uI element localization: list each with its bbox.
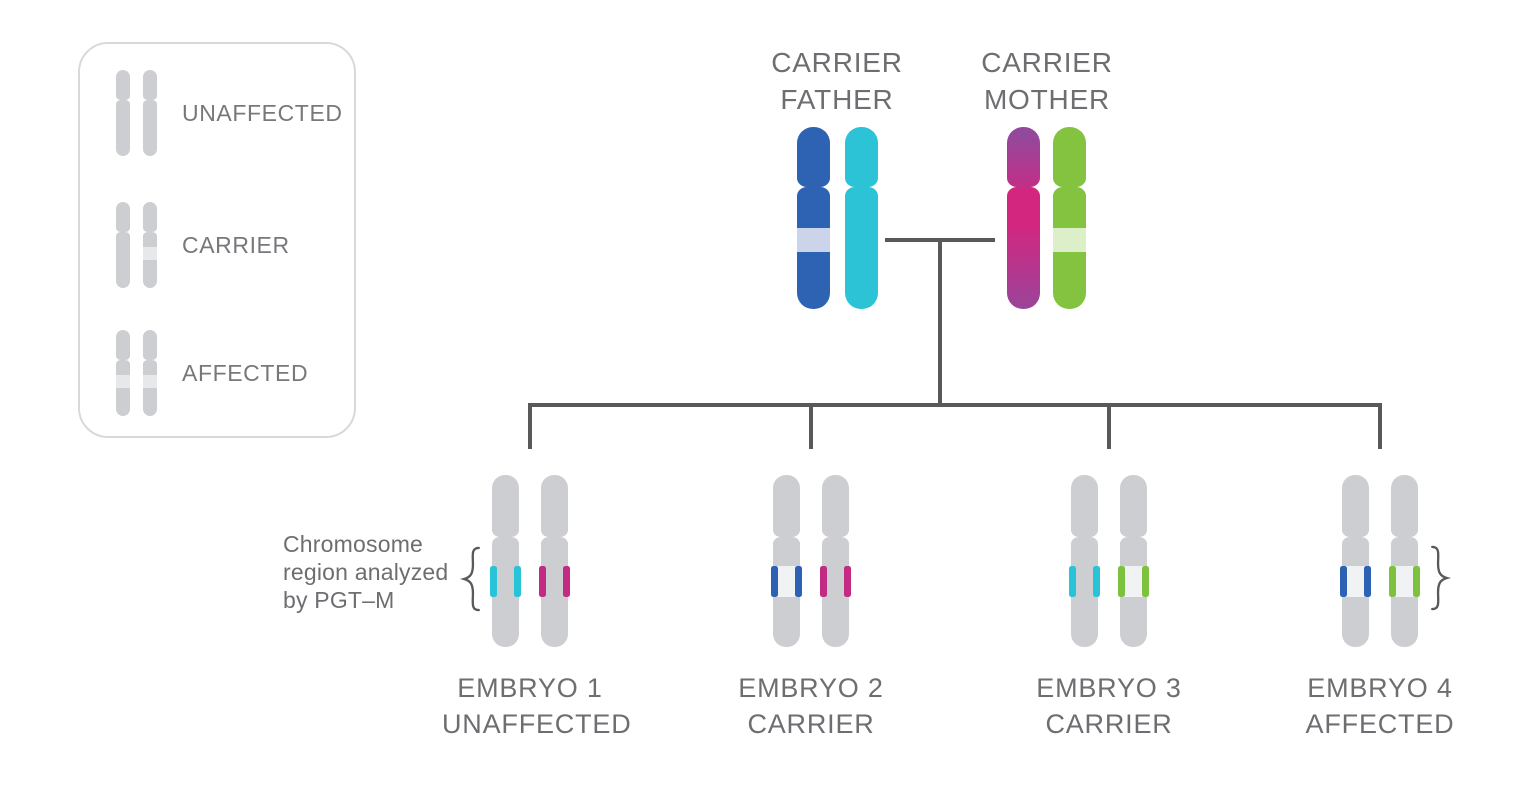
embryo-3-drop-line bbox=[1107, 403, 1111, 449]
annotation-line3: by PGT–M bbox=[283, 587, 395, 613]
right-brace-icon bbox=[1431, 545, 1452, 611]
father-label-line1: CARRIER bbox=[771, 47, 903, 78]
legend-row-unaffected: UNAFFECTED bbox=[116, 70, 343, 156]
analyzed-region-tick-icon bbox=[1340, 566, 1347, 597]
chromosome-banded-icon bbox=[116, 330, 130, 416]
legend-label-affected: AFFECTED bbox=[182, 359, 309, 386]
embryo-status: CARRIER bbox=[1045, 709, 1173, 739]
embryo-2-group: EMBRYO 2 CARRIER bbox=[723, 475, 899, 745]
father-label-line2: FATHER bbox=[780, 84, 894, 115]
analyzed-region-tick-icon bbox=[844, 566, 851, 597]
legend-chromosome-pair bbox=[116, 330, 158, 416]
mutation-region bbox=[1393, 566, 1416, 597]
chromosome-icon bbox=[116, 70, 130, 156]
embryo-paternal-chromosome-icon bbox=[1069, 475, 1100, 647]
mutation-region bbox=[775, 566, 798, 597]
embryo-2-drop-line bbox=[809, 403, 813, 449]
embryo-maternal-chromosome-icon bbox=[1118, 475, 1149, 647]
legend-row-carrier: CARRIER bbox=[116, 202, 290, 288]
analyzed-region-tick-icon bbox=[1364, 566, 1371, 597]
mutation-band bbox=[1053, 228, 1086, 252]
embryo-name: EMBRYO 4 bbox=[1307, 673, 1453, 703]
parents-descent-line bbox=[938, 240, 942, 406]
analyzed-region-tick-icon bbox=[539, 566, 546, 597]
analyzed-region-tick-icon bbox=[795, 566, 802, 597]
embryo-1-group: EMBRYO 1 UNAFFECTED bbox=[442, 475, 632, 745]
embryo-label: EMBRYO 3 CARRIER bbox=[1021, 670, 1197, 742]
mutation-band bbox=[797, 228, 830, 252]
embryo-paternal-chromosome-icon bbox=[1340, 475, 1371, 647]
mother-normal-chromosome-icon bbox=[1007, 127, 1040, 309]
analyzed-region-tick-icon bbox=[490, 566, 497, 597]
annotation-line2: region analyzed bbox=[283, 559, 449, 585]
embryo-label: EMBRYO 1 UNAFFECTED bbox=[442, 670, 632, 742]
legend-row-affected: AFFECTED bbox=[116, 330, 308, 416]
embryo-paternal-chromosome-icon bbox=[490, 475, 521, 647]
annotation-line1: Chromosome bbox=[283, 531, 424, 557]
embryo-name: EMBRYO 2 bbox=[738, 673, 884, 703]
mother-carrier-chromosome-icon bbox=[1053, 127, 1086, 309]
analyzed-region-tick-icon bbox=[1389, 566, 1396, 597]
analyzed-region-tick-icon bbox=[1142, 566, 1149, 597]
analyzed-region-tick-icon bbox=[563, 566, 570, 597]
mutation-region bbox=[1344, 566, 1367, 597]
embryo-name: EMBRYO 3 bbox=[1036, 673, 1182, 703]
chromosome-banded-icon bbox=[143, 202, 157, 288]
analyzed-region-tick-icon bbox=[1413, 566, 1420, 597]
analyzed-region-tick-icon bbox=[1093, 566, 1100, 597]
embryo-maternal-chromosome-icon bbox=[820, 475, 851, 647]
legend-box: UNAFFECTED CARRIER AFFECTED bbox=[78, 42, 356, 438]
legend-label-carrier: CARRIER bbox=[182, 231, 290, 258]
analyzed-region-tick-icon bbox=[1118, 566, 1125, 597]
father-label: CARRIER FATHER bbox=[752, 44, 922, 118]
chromosome-icon bbox=[143, 70, 157, 156]
embryo-4-drop-line bbox=[1378, 403, 1382, 449]
father-carrier-chromosome-icon bbox=[797, 127, 830, 309]
analyzed-region-tick-icon bbox=[1069, 566, 1076, 597]
embryo-4-group: EMBRYO 4 AFFECTED bbox=[1292, 475, 1468, 745]
mutation-region bbox=[1122, 566, 1145, 597]
father-normal-chromosome-icon bbox=[845, 127, 878, 309]
embryo-name: EMBRYO 1 bbox=[457, 673, 603, 703]
mother-label-line1: CARRIER bbox=[981, 47, 1113, 78]
embryo-paternal-chromosome-icon bbox=[771, 475, 802, 647]
embryo-status: CARRIER bbox=[747, 709, 875, 739]
embryo-label: EMBRYO 2 CARRIER bbox=[723, 670, 899, 742]
sibling-line bbox=[528, 403, 1382, 407]
analyzed-region-tick-icon bbox=[514, 566, 521, 597]
embryo-1-drop-line bbox=[528, 403, 532, 449]
embryo-maternal-chromosome-icon bbox=[539, 475, 570, 647]
mother-label: CARRIER MOTHER bbox=[962, 44, 1132, 118]
pgtm-annotation: Chromosome region analyzed by PGT–M bbox=[283, 530, 473, 614]
embryo-3-group: EMBRYO 3 CARRIER bbox=[1021, 475, 1197, 745]
chromosome-banded-icon bbox=[143, 330, 157, 416]
legend-label-unaffected: UNAFFECTED bbox=[182, 99, 343, 126]
embryo-maternal-chromosome-icon bbox=[1389, 475, 1420, 647]
embryo-status: UNAFFECTED bbox=[442, 709, 632, 739]
embryo-status: AFFECTED bbox=[1305, 709, 1455, 739]
left-brace-icon bbox=[459, 546, 480, 612]
legend-chromosome-pair bbox=[116, 70, 158, 156]
legend-chromosome-pair bbox=[116, 202, 158, 288]
analyzed-region-tick-icon bbox=[820, 566, 827, 597]
embryo-label: EMBRYO 4 AFFECTED bbox=[1292, 670, 1468, 742]
chromosome-icon bbox=[116, 202, 130, 288]
analyzed-region-tick-icon bbox=[771, 566, 778, 597]
mother-label-line2: MOTHER bbox=[983, 84, 1111, 115]
